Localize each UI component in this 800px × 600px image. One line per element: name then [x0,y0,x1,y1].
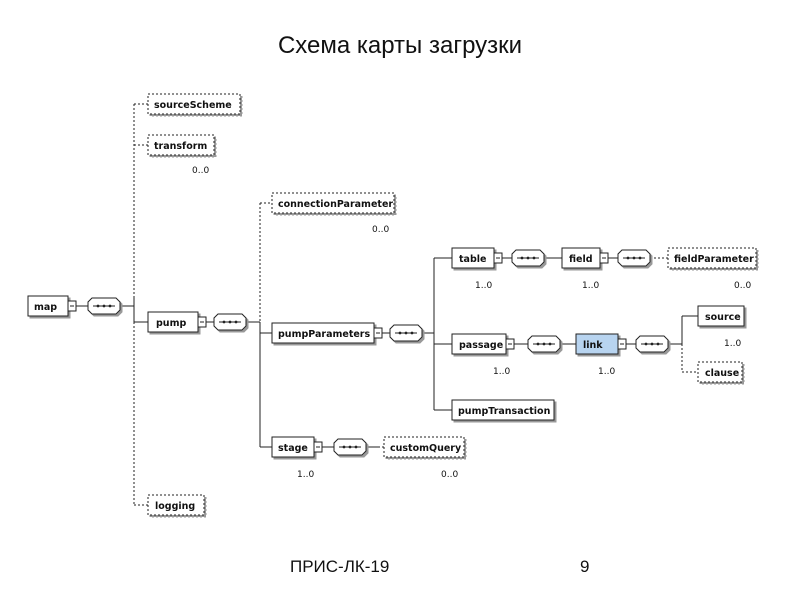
node-customQuery[interactable]: customQuery 0..0 [383,436,465,480]
node-clause-label: clause [705,368,739,379]
slide-title: Схема карты загрузки [277,32,523,59]
node-logging[interactable]: logging [147,494,205,516]
node-stage-label: stage [278,443,308,454]
multiplicity-label: 1..0 [297,470,314,480]
sequence-icon [635,335,669,353]
sequence-icon [333,438,367,456]
sequence-icon [511,249,545,267]
multiplicity-label: 0..0 [734,281,751,291]
node-table[interactable]: table 1..0 [451,247,503,291]
sequence-icon [617,249,651,267]
node-sourceScheme-label: sourceScheme [154,100,232,111]
multiplicity-label: 1..0 [475,281,492,291]
node-stage[interactable]: stage 1..0 [271,436,323,480]
sequence-icon [527,335,561,353]
node-logging-label: logging [155,501,195,512]
multiplicity-label: 1..0 [582,281,599,291]
multiplicity-label: 1..0 [724,339,741,349]
node-field-label: field [569,254,593,265]
multiplicity-label: 1..0 [493,367,510,377]
node-connectionParameter-label: connectionParameter [278,199,393,210]
node-pump-label: pump [156,318,186,329]
sequence-icon [213,313,247,331]
node-pumpParameters-label: pumpParameters [278,329,370,340]
node-fieldParameter-label: fieldParameter [674,254,754,265]
multiplicity-label: 0..0 [372,225,389,235]
node-pumpParameters[interactable]: pumpParameters [271,322,383,344]
node-table-label: table [459,254,486,265]
multiplicity-label: 1..0 [598,367,615,377]
multiplicity-label: 0..0 [192,166,209,176]
page-number: 9 [580,557,590,576]
node-sourceScheme[interactable]: sourceScheme [147,93,241,115]
node-source-label: source [705,312,741,323]
node-field[interactable]: field 1..0 [561,247,609,291]
node-transform[interactable]: transform 0..0 [147,134,215,176]
node-map[interactable]: map [27,295,77,317]
sequence-icon [389,324,423,342]
node-map-label: map [34,302,57,313]
node-passage[interactable]: passage 1..0 [451,333,515,377]
node-fieldParameter[interactable]: fieldParameter 0..0 [667,247,757,291]
node-link[interactable]: link 1..0 [575,333,627,377]
node-connectionParameter[interactable]: connectionParameter 0..0 [271,192,395,235]
node-customQuery-label: customQuery [390,443,462,454]
sequence-icon [87,297,121,315]
node-clause[interactable]: clause [697,361,743,383]
node-link-label: link [583,340,603,351]
node-passage-label: passage [459,340,503,351]
node-pumpTransaction[interactable]: pumpTransaction [451,399,555,421]
node-pumpTransaction-label: pumpTransaction [458,406,551,417]
footer-course-code: ПРИС-ЛК-19 [290,557,390,576]
node-source[interactable]: source 1..0 [697,305,745,349]
node-transform-label: transform [154,141,207,152]
node-pump[interactable]: pump [147,311,207,333]
multiplicity-label: 0..0 [441,470,458,480]
